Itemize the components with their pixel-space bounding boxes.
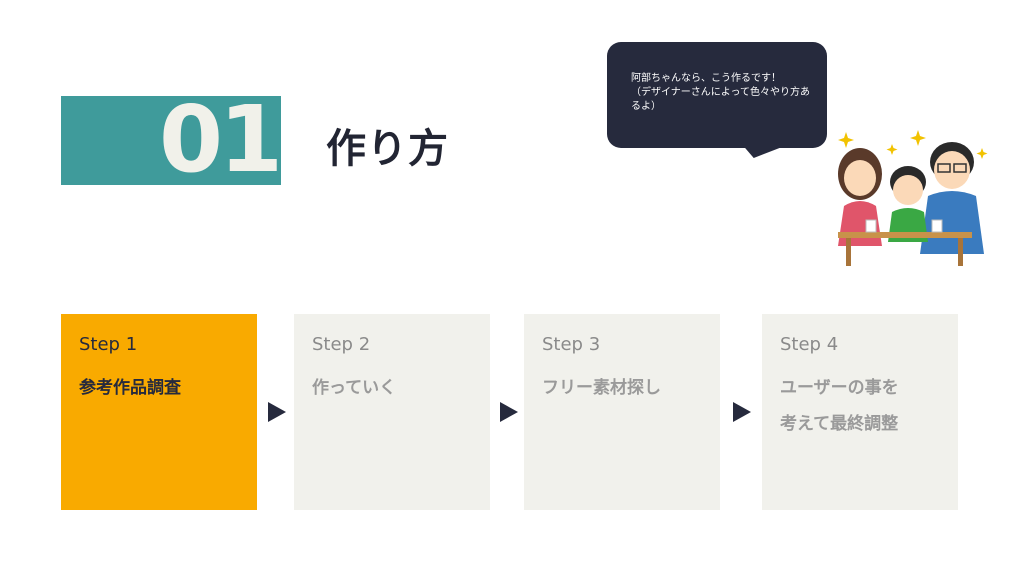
family-illustration bbox=[838, 130, 988, 266]
arrow-right-icon bbox=[500, 402, 518, 422]
step-label: Step 1 bbox=[79, 334, 138, 355]
step-label: Step 4 bbox=[780, 334, 839, 355]
step-card-1: Step 1 参考作品調査 bbox=[61, 314, 257, 510]
step-description: フリー素材探し bbox=[542, 378, 661, 398]
step-label: Step 3 bbox=[542, 334, 601, 355]
step-description: ユーザーの事を 考えて最終調整 bbox=[780, 378, 899, 434]
step-description: 参考作品調査 bbox=[79, 378, 181, 398]
step-card-2: Step 2 作っていく bbox=[294, 314, 490, 510]
section-number-block: 01 bbox=[61, 96, 281, 185]
speech-bubble-text: 阿部ちゃんなら、こう作るです！ （デザイナーさんによって色々やり方あるよ） bbox=[631, 73, 810, 112]
arrow-right-icon bbox=[733, 402, 751, 422]
step-card-4: Step 4 ユーザーの事を 考えて最終調整 bbox=[762, 314, 958, 510]
step-card-3: Step 3 フリー素材探し bbox=[524, 314, 720, 510]
arrow-right-icon bbox=[268, 402, 286, 422]
page-title: 作り方 bbox=[326, 126, 449, 172]
step-description: 作っていく bbox=[312, 378, 397, 398]
step-label: Step 2 bbox=[312, 334, 371, 355]
speech-bubble: 阿部ちゃんなら、こう作るです！ （デザイナーさんによって色々やり方あるよ） bbox=[607, 42, 827, 148]
section-number: 01 bbox=[158, 96, 281, 185]
speech-bubble-tail bbox=[731, 140, 801, 158]
